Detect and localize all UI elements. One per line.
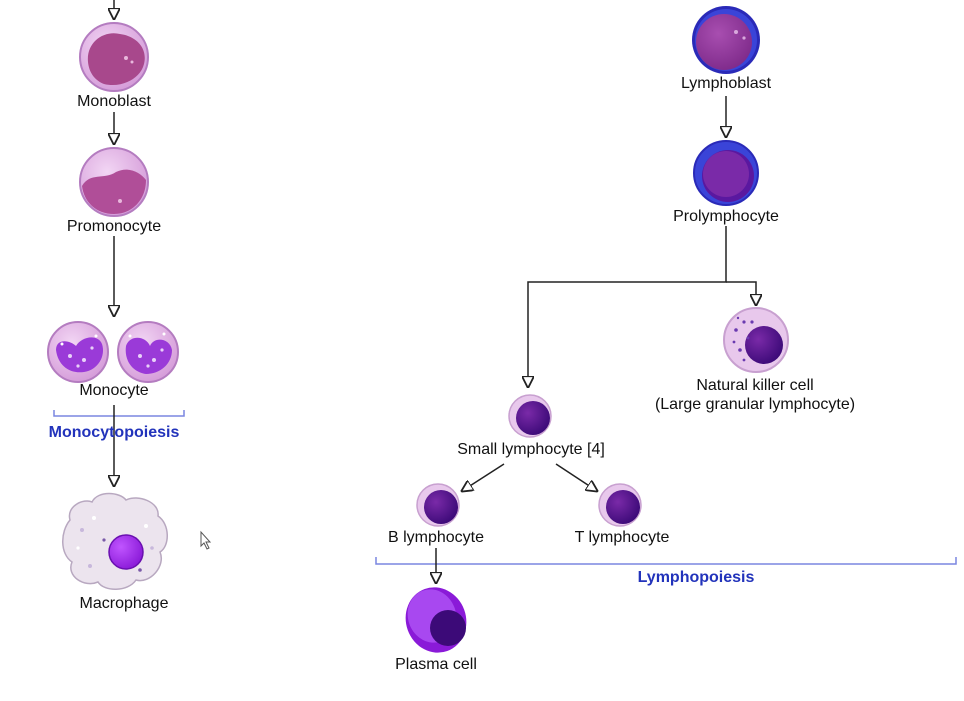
monocyte-cell-right	[117, 321, 179, 383]
b-lymphocyte-label: B lymphocyte	[387, 529, 485, 546]
lymphoblast-label: Lymphoblast	[680, 75, 772, 92]
arrow-to-b-lymphocyte	[462, 463, 505, 491]
small-lymphocyte-cell	[508, 394, 552, 438]
prolymphocyte-cell	[693, 140, 759, 206]
macrophage-cell	[62, 492, 168, 590]
plasma-cell-label: Plasma cell	[395, 656, 477, 673]
small-lymphocyte-label: Small lymphocyte [4]	[457, 441, 605, 458]
monoblast-label: Monoblast	[77, 93, 151, 110]
monocytopoiesis-label: Monocytopoiesis	[48, 424, 180, 441]
nk-cell-label-line1: Natural killer cell	[696, 377, 814, 394]
monocyte-cell-left	[47, 321, 109, 383]
b-lymphocyte-cell	[416, 483, 460, 527]
nk-cell-label: Natural killer cell (Large granular lymp…	[655, 376, 855, 414]
promonocyte-cell	[79, 147, 149, 217]
prolymphocyte-label: Prolymphocyte	[673, 208, 779, 225]
lymphoblast-cell	[692, 6, 760, 74]
monoblast-cell	[79, 22, 149, 92]
nk-cell-label-line2: (Large granular lymphocyte)	[654, 396, 856, 413]
branch-prolymphocyte	[528, 226, 727, 387]
plasma-cell	[405, 587, 467, 653]
monocyte-label: Monocyte	[79, 382, 149, 399]
arrow-to-nk-cell	[726, 281, 756, 305]
t-lymphocyte-label: T lymphocyte	[574, 529, 670, 546]
t-lymphocyte-cell	[598, 483, 642, 527]
arrow-to-t-lymphocyte	[555, 463, 597, 491]
mouse-cursor-icon	[200, 530, 212, 550]
lymphopoiesis-label: Lymphopoiesis	[637, 569, 755, 586]
promonocyte-label: Promonocyte	[66, 218, 162, 235]
nk-cell	[723, 307, 789, 373]
macrophage-label: Macrophage	[79, 595, 169, 612]
lymphopoiesis-bracket	[375, 557, 957, 565]
monocytopoiesis-bracket	[53, 410, 185, 417]
